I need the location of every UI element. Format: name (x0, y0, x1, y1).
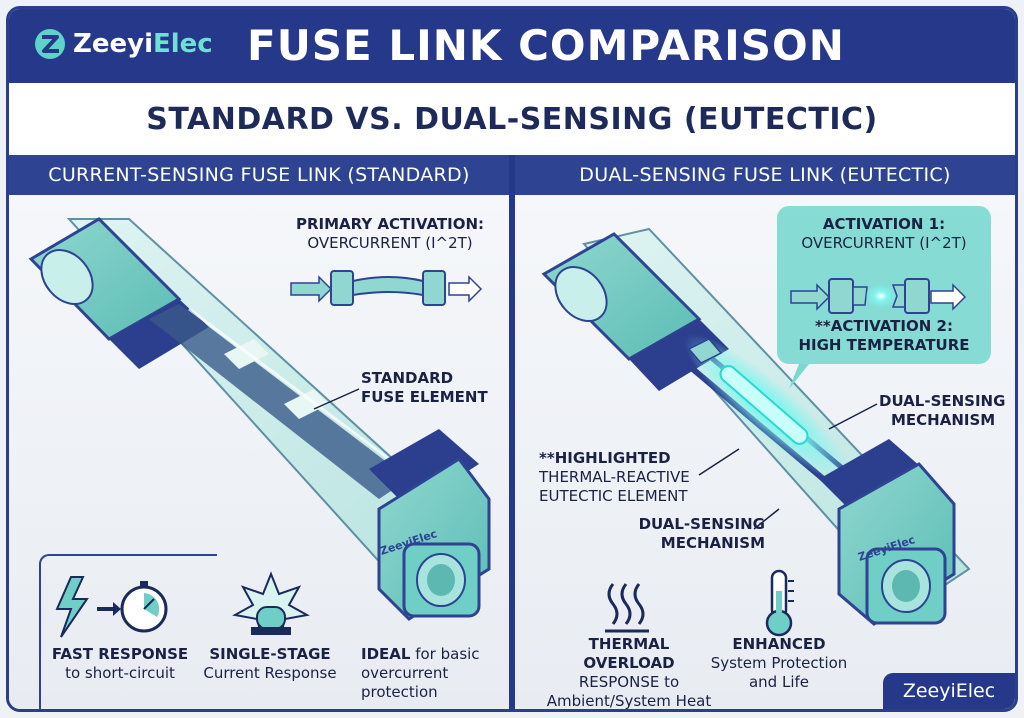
dual-sensing-mechanism-label-top: DUAL-SENSING MECHANISM (879, 392, 1006, 429)
features-bracket (39, 554, 217, 709)
header-bar: ZeeyiElec FUSE LINK COMPARISON (9, 9, 1015, 83)
feature-enhanced: ENHANCED System Protection and Life (710, 635, 848, 691)
stopwatch-icon (120, 581, 168, 633)
primary-activation-label: PRIMARY ACTIVATION: OVERCURRENT (I^2T) (295, 215, 485, 252)
brand-logo: ZeeyiElec (33, 27, 213, 61)
lightning-icon (55, 576, 89, 638)
dual-sensing-mechanism-label-bottom: DUAL-SENSING MECHANISM (638, 515, 765, 552)
thermometer-icon (765, 569, 794, 637)
heat-waves-icon (605, 583, 649, 633)
standard-fuse-illustration (28, 217, 491, 621)
alarm-burst-icon (232, 571, 310, 635)
feature-thermal-overload: THERMAL OVERLOAD RESPONSE to Ambient/Sys… (546, 635, 712, 710)
feature-ideal: IDEAL for basic overcurrent protection (361, 645, 480, 701)
brand-name: ZeeyiElec (73, 29, 213, 59)
activation-1-label: ACTIVATION 1: OVERCURRENT (I^2T) (801, 215, 967, 252)
dual-sensing-fuse-illustration (541, 227, 971, 626)
infographic-frame: ZeeyiElec FUSE LINK COMPARISON STANDARD … (6, 6, 1018, 712)
feature-single-stage: SINGLE-STAGE Current Response (203, 645, 337, 682)
subtitle-bar: STANDARD VS. DUAL-SENSING (EUTECTIC) (9, 83, 1015, 155)
standard-fuse-element-label: STANDARD FUSE ELEMENT (361, 369, 488, 406)
page-subtitle: STANDARD VS. DUAL-SENSING (EUTECTIC) (146, 101, 878, 137)
activation-2-label: **ACTIVATION 2: HIGH TEMPERATURE (798, 317, 970, 354)
split-element-diagram (790, 278, 967, 314)
overcurrent-element-diagram (290, 270, 483, 306)
eutectic-element-label: **HIGHLIGHTED THERMAL-REACTIVE EUTECTIC … (539, 449, 690, 505)
column-divider (509, 155, 515, 709)
page-title: FUSE LINK COMPARISON (247, 21, 845, 70)
feature-fast-response: FAST RESPONSE to short-circuit (51, 645, 189, 682)
left-column-heading: CURRENT-SENSING FUSE LINK (STANDARD) (9, 155, 509, 195)
footer-brand: ZeeyiElec (883, 673, 1015, 709)
illustration-layer (28, 217, 971, 638)
right-column-heading: DUAL-SENSING FUSE LINK (EUTECTIC) (515, 155, 1015, 195)
logo-mark-icon (35, 29, 65, 59)
